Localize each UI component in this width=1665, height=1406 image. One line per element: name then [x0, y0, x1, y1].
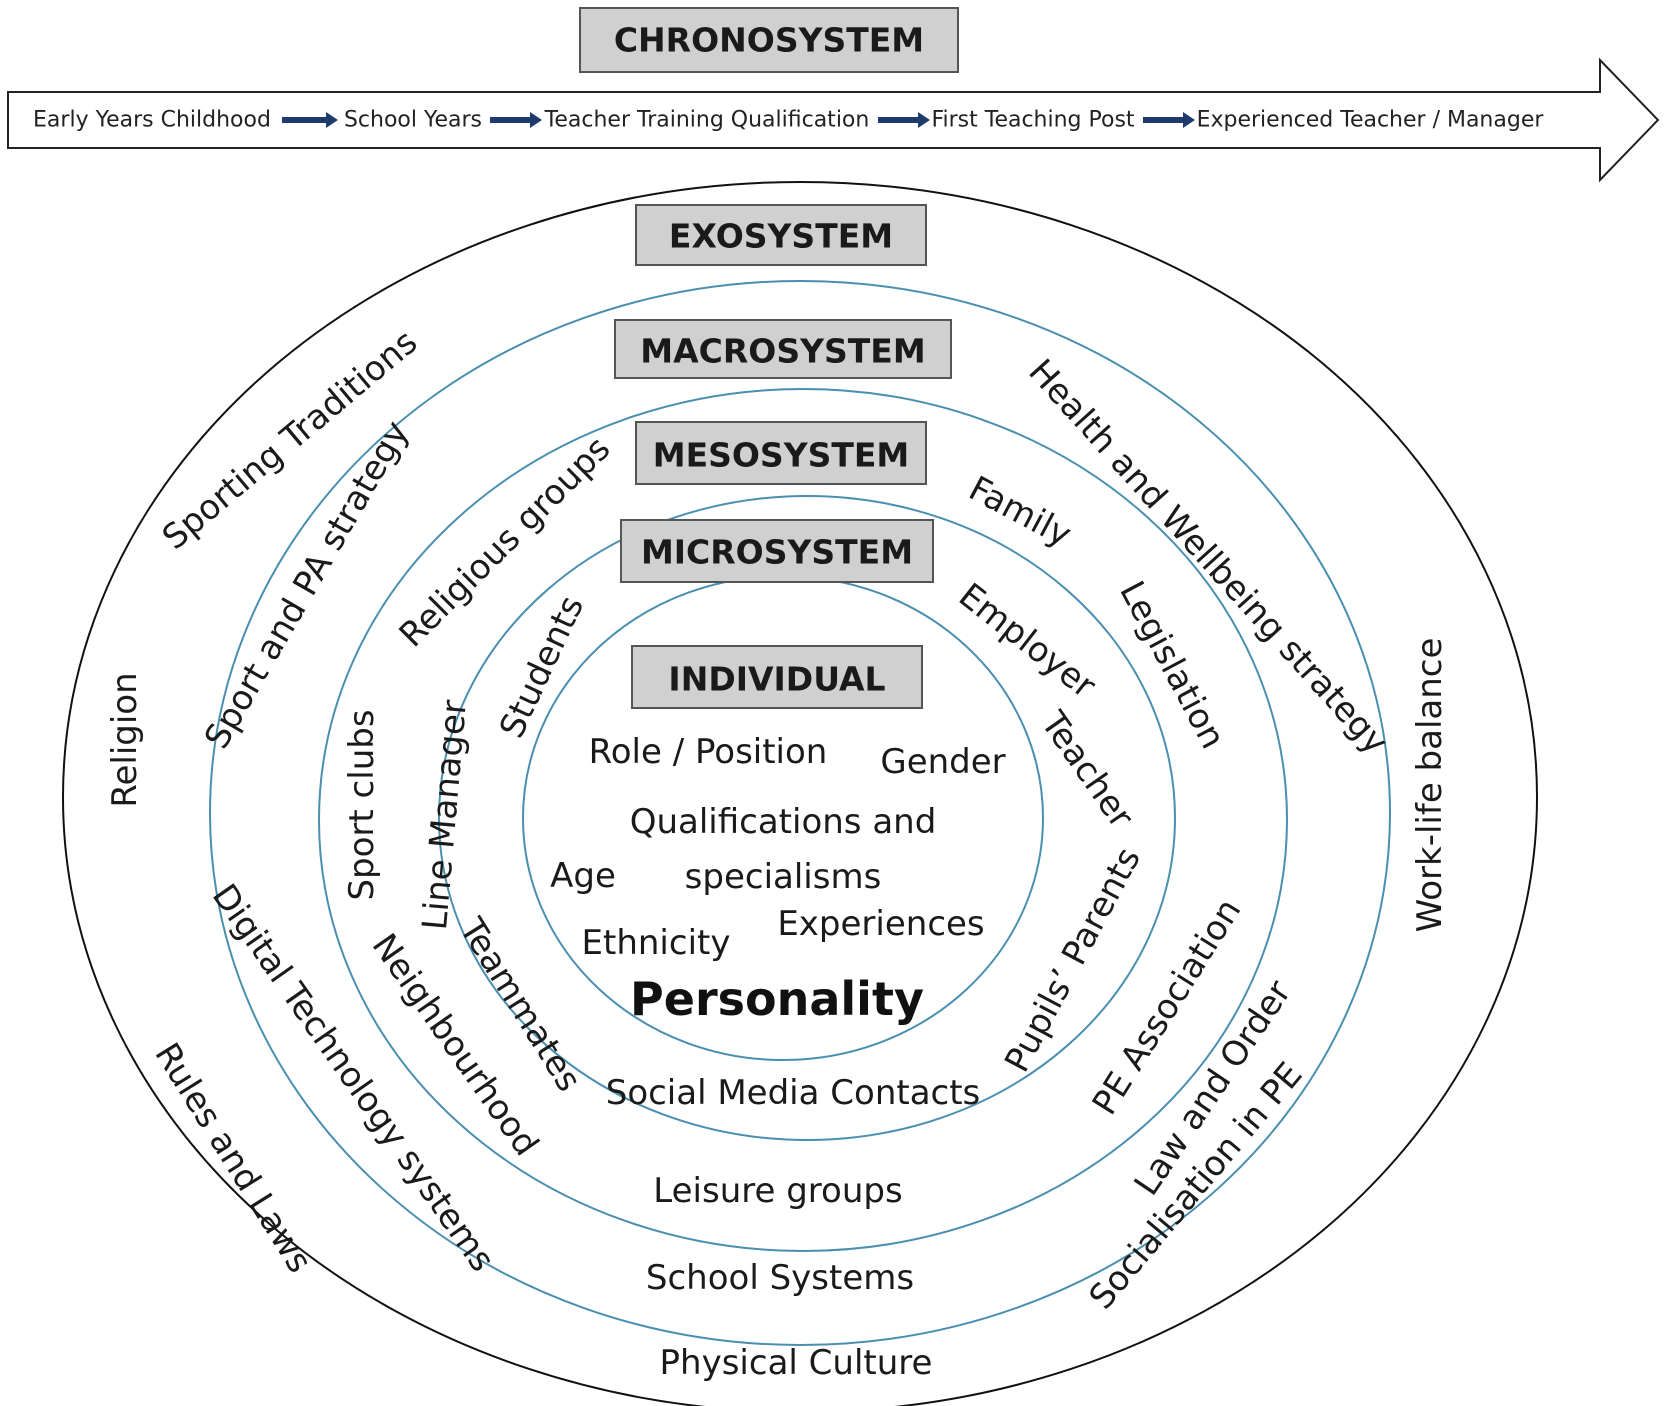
- micro-item-social-media-contacts: Social Media Contacts: [606, 1073, 981, 1113]
- chronosystem-title: CHRONOSYSTEM: [614, 21, 924, 60]
- microsystem-title-box: [620, 519, 934, 583]
- individual-item-specialisms: specialisms: [685, 857, 882, 897]
- mesosystem-title: MESOSYSTEM: [653, 436, 910, 475]
- individual-item-qualifications: Qualifications and: [630, 802, 937, 842]
- timeline-arrow: [7, 57, 1660, 183]
- exosystem-title: EXOSYSTEM: [669, 217, 893, 256]
- individual-item-role-position: Role / Position: [589, 732, 828, 772]
- exosystem-title-box: [635, 204, 927, 266]
- micro-item-employer: Employer: [951, 576, 1103, 707]
- individual-item-experiences: Experiences: [777, 904, 984, 944]
- mesosystem-title-box: [635, 421, 927, 485]
- individual-item-ethnicity: Ethnicity: [582, 923, 731, 963]
- individual-title-box: [631, 645, 923, 709]
- meso-item-family: Family: [962, 469, 1077, 556]
- exo-item-physical-culture: Physical Culture: [660, 1343, 933, 1383]
- individual-item-age: Age: [550, 856, 616, 896]
- macrosystem-ring: [209, 280, 1391, 1346]
- step-arrow-2: [490, 112, 542, 128]
- mesosystem-ring: [318, 388, 1288, 1252]
- chronosystem-title-box: [579, 7, 959, 73]
- chrono-step-first-post: First Teaching Post: [931, 108, 1134, 133]
- chrono-step-early-years: Early Years Childhood: [33, 108, 271, 133]
- exo-item-rules-and-laws: Rules and Laws: [146, 1036, 319, 1280]
- exo-item-religion: Religion: [105, 672, 145, 807]
- step-arrow-3: [878, 112, 930, 128]
- macrosystem-title-box: [614, 319, 952, 379]
- individual-item-gender: Gender: [880, 742, 1005, 782]
- exo-item-work-life-balance: Work-life balance: [1410, 638, 1450, 933]
- step-arrow-1: [282, 112, 338, 128]
- chrono-step-school-years: School Years: [344, 108, 482, 133]
- chrono-step-arrows: [282, 112, 1195, 128]
- micro-item-line-manager: Line Manager: [415, 698, 475, 931]
- exosystem-ring: [62, 181, 1538, 1406]
- individual-item-personality: Personality: [630, 972, 924, 1026]
- micro-item-students: Students: [492, 590, 592, 744]
- macro-item-school-systems: School Systems: [646, 1258, 914, 1298]
- macro-item-legislation: Legislation: [1111, 575, 1232, 756]
- microsystem-title: MICROSYSTEM: [641, 533, 913, 572]
- macrosystem-title: MACROSYSTEM: [640, 332, 925, 371]
- step-arrow-4: [1143, 112, 1195, 128]
- micro-item-teacher: Teacher: [1032, 704, 1141, 836]
- meso-item-leisure-groups: Leisure groups: [653, 1171, 902, 1211]
- meso-item-sport-clubs: Sport clubs: [342, 709, 382, 900]
- individual-title: INDIVIDUAL: [668, 660, 885, 699]
- chrono-step-teacher-training: Teacher Training Qualification: [544, 108, 870, 133]
- chrono-step-experienced: Experienced Teacher / Manager: [1197, 108, 1545, 133]
- microsystem-ring: [438, 495, 1176, 1141]
